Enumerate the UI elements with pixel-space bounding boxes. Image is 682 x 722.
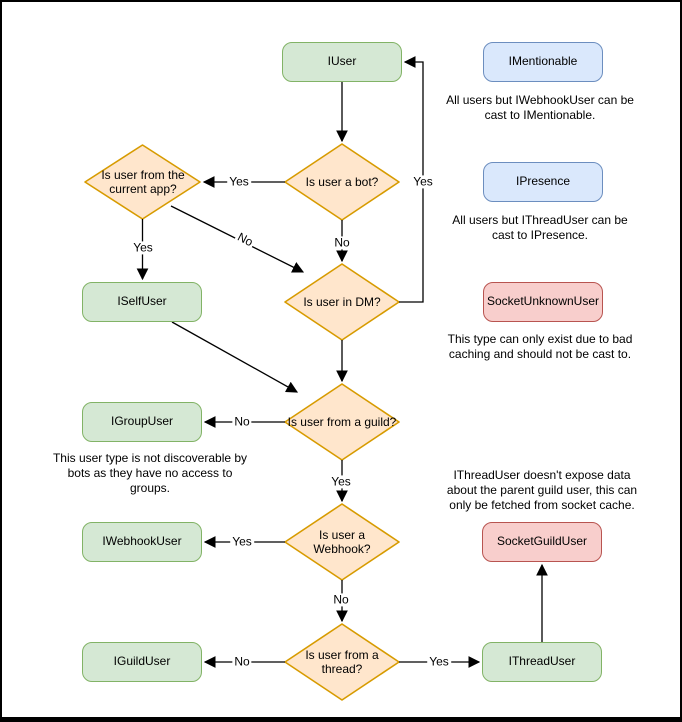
node-iselfuser-label: ISelfUser bbox=[117, 294, 167, 309]
edge-label-webhook-yes: Yes bbox=[230, 534, 254, 549]
decision-is-webhook-shape bbox=[284, 503, 400, 581]
note-mentionable: All users but IWebhookUser can be cast t… bbox=[446, 93, 634, 122]
node-ipresence: IPresence bbox=[483, 162, 603, 202]
edge-label-dm-yes: Yes bbox=[411, 174, 435, 189]
node-socketunknownuser-label: SocketUnknownUser bbox=[486, 294, 600, 309]
edge-label-thread-yes: Yes bbox=[427, 654, 451, 669]
node-iwebhookuser: IWebhookUser bbox=[82, 522, 202, 562]
decision-is-bot-shape bbox=[284, 143, 400, 221]
node-igroupuser-label: IGroupUser bbox=[110, 414, 174, 429]
node-igroupuser: IGroupUser bbox=[82, 402, 202, 442]
edge-label-webhook-no: No bbox=[331, 592, 351, 607]
node-imentionable: IMentionable bbox=[483, 42, 603, 82]
node-iuser-label: IUser bbox=[327, 54, 357, 69]
node-iguilduser: IGuildUser bbox=[82, 642, 202, 682]
node-ithreaduser: IThreadUser bbox=[482, 642, 602, 682]
node-socketguilduser: SocketGuildUser bbox=[482, 522, 602, 562]
edge-label-guild-no: No bbox=[232, 414, 252, 429]
node-imentionable-label: IMentionable bbox=[508, 54, 578, 69]
edge-iselfuser-to-isguild bbox=[171, 321, 299, 393]
note-unknown-user: This type can only exist due to bad cach… bbox=[447, 332, 633, 361]
decision-is-dm-shape bbox=[284, 263, 400, 341]
node-ithreaduser-label: IThreadUser bbox=[508, 654, 576, 669]
decision-is-current-app-shape bbox=[84, 144, 201, 220]
edge-label-guild-yes: Yes bbox=[329, 474, 353, 489]
note-presence: All users but IThreadUser can be cast to… bbox=[452, 213, 628, 242]
node-iuser: IUser bbox=[282, 42, 402, 82]
node-socketunknownuser: SocketUnknownUser bbox=[483, 282, 603, 322]
node-socketguilduser-label: SocketGuildUser bbox=[496, 534, 588, 549]
node-iguilduser-label: IGuildUser bbox=[113, 654, 171, 669]
node-iwebhookuser-label: IWebhookUser bbox=[102, 534, 182, 549]
note-group-user: This user type is not discoverable by bo… bbox=[52, 451, 248, 495]
edge-label-thread-no: No bbox=[232, 654, 252, 669]
note-thread-user: IThreadUser doesn't expose data about th… bbox=[446, 468, 638, 512]
decision-is-guild-shape bbox=[284, 383, 400, 461]
decision-is-thread-shape bbox=[284, 623, 400, 701]
edge-label-bot-yes: Yes bbox=[227, 174, 251, 189]
edge-label-app-yes: Yes bbox=[131, 240, 155, 255]
node-iselfuser: ISelfUser bbox=[82, 282, 202, 322]
edge-label-bot-no: No bbox=[332, 235, 352, 250]
node-ipresence-label: IPresence bbox=[515, 174, 571, 189]
